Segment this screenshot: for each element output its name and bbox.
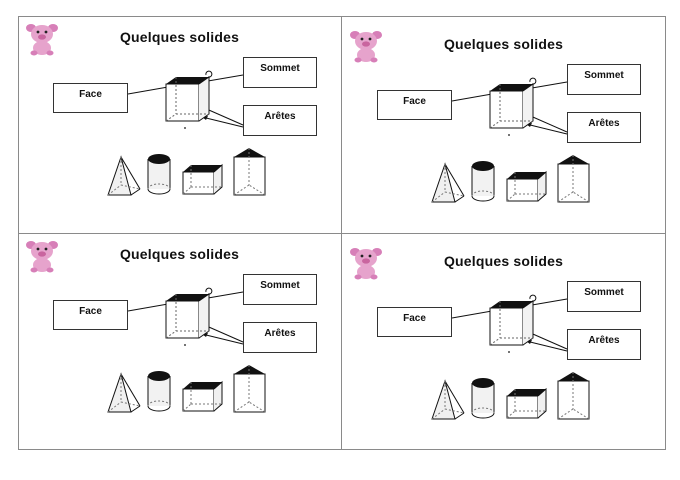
triangular-prism-icon bbox=[233, 148, 266, 196]
pyramid-icon bbox=[431, 379, 465, 420]
pink-pig-mascot-icon bbox=[350, 248, 382, 280]
cylinder-icon bbox=[147, 154, 171, 195]
face-label-box: Face bbox=[377, 90, 452, 120]
solids-figure bbox=[107, 287, 266, 413]
rectangular-prism-icon bbox=[506, 387, 547, 419]
sommet-label-box: Sommet bbox=[243, 57, 317, 88]
card-4: Quelques solides bbox=[342, 241, 665, 458]
pyramid-icon bbox=[431, 162, 465, 203]
aretes-label-box: Arêtes bbox=[243, 105, 317, 136]
solids-figure bbox=[431, 294, 590, 420]
card-title: Quelques solides bbox=[443, 36, 564, 52]
face-label-box: Face bbox=[377, 307, 452, 337]
triangular-prism-icon bbox=[557, 372, 590, 420]
cube-icon bbox=[165, 70, 213, 129]
rectangular-prism-icon bbox=[182, 380, 223, 412]
aretes-label-box: Arêtes bbox=[567, 112, 641, 143]
cube-icon bbox=[165, 287, 213, 346]
cylinder-icon bbox=[147, 371, 171, 412]
triangular-prism-icon bbox=[557, 155, 590, 203]
face-label-box: Face bbox=[53, 300, 128, 330]
cylinder-icon bbox=[471, 161, 495, 202]
rectangular-prism-icon bbox=[506, 170, 547, 202]
face-label-box: Face bbox=[53, 83, 128, 113]
solids-figure bbox=[431, 77, 590, 203]
sommet-label-box: Sommet bbox=[567, 64, 641, 95]
aretes-label-box: Arêtes bbox=[243, 322, 317, 353]
card-2: Quelques solides bbox=[342, 24, 665, 241]
triangular-prism-icon bbox=[233, 365, 266, 413]
card-title: Quelques solides bbox=[119, 29, 240, 45]
pink-pig-mascot-icon bbox=[350, 31, 382, 63]
cube-icon bbox=[489, 294, 537, 353]
card-title: Quelques solides bbox=[443, 253, 564, 269]
pyramid-icon bbox=[107, 372, 141, 413]
sommet-label-box: Sommet bbox=[567, 281, 641, 312]
pyramid-icon bbox=[107, 155, 141, 196]
card-title: Quelques solides bbox=[119, 246, 240, 262]
solids-figure bbox=[107, 70, 266, 196]
cube-icon bbox=[489, 77, 537, 136]
pink-pig-mascot-icon bbox=[26, 24, 58, 56]
card-1: Quelques solides bbox=[18, 17, 341, 234]
pink-pig-mascot-icon bbox=[26, 241, 58, 273]
card-3: Quelques solides bbox=[18, 234, 341, 451]
rectangular-prism-icon bbox=[182, 163, 223, 195]
aretes-label-box: Arêtes bbox=[567, 329, 641, 360]
cylinder-icon bbox=[471, 378, 495, 419]
sommet-label-box: Sommet bbox=[243, 274, 317, 305]
horizontal-divider bbox=[18, 233, 666, 234]
